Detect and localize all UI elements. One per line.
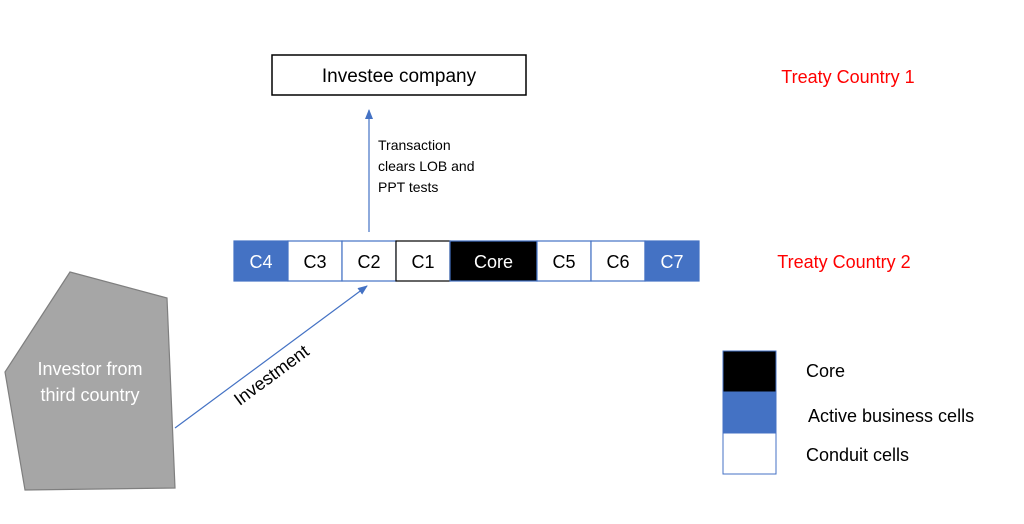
transaction-note-line-2: clears LOB and (378, 158, 475, 174)
transaction-note: Transaction clears LOB and PPT tests (378, 137, 475, 195)
cell-c4: C4 (233, 240, 289, 282)
legend: Core Active business cells Conduit cells (722, 350, 974, 475)
cell-label: C7 (660, 252, 683, 272)
legend-core-swatch (722, 350, 777, 393)
cell-label: C2 (357, 252, 380, 272)
investee-company-label: Investee company (322, 66, 477, 87)
cell-box (449, 240, 538, 282)
investor-label-line-2: third country (40, 385, 139, 405)
cell-c2: C2 (341, 240, 397, 282)
cell-c5: C5 (536, 240, 592, 282)
legend-core-label: Core (806, 361, 845, 381)
cell-c3: C3 (287, 240, 343, 282)
cell-c6: C6 (590, 240, 646, 282)
treaty-country-2-label: Treaty Country 2 (777, 252, 910, 272)
cell-label: Core (474, 252, 513, 272)
cell-label: C3 (303, 252, 326, 272)
investor-shape (4, 271, 176, 491)
investee-company-node: Investee company (271, 54, 527, 96)
cell-box (644, 240, 700, 282)
legend-conduit-label: Conduit cells (806, 445, 909, 465)
transaction-note-line-1: Transaction (378, 137, 451, 153)
transaction-note-line-3: PPT tests (378, 179, 438, 195)
legend-conduit-swatch (722, 432, 777, 475)
cell-c1: C1 (395, 240, 451, 282)
investment-label: Investment (230, 341, 313, 409)
cell-label: C1 (411, 252, 434, 272)
treaty-country-1-label: Treaty Country 1 (781, 67, 914, 87)
investor-label-line-1: Investor from (37, 359, 142, 379)
cell-label: C6 (606, 252, 629, 272)
cell-box (233, 240, 289, 282)
cell-label: C5 (552, 252, 575, 272)
legend-active-swatch (722, 391, 777, 434)
cell-label: C4 (249, 252, 272, 272)
investment-arrow (174, 285, 368, 429)
cell-strip: C4 C3 C2 C1 Core C5 C6 C7 (233, 240, 700, 282)
legend-active-label: Active business cells (808, 406, 974, 426)
investor-node: Investor from third country (4, 271, 176, 491)
cell-core: Core (449, 240, 538, 282)
cell-box (287, 240, 343, 282)
cell-c7: C7 (644, 240, 700, 282)
